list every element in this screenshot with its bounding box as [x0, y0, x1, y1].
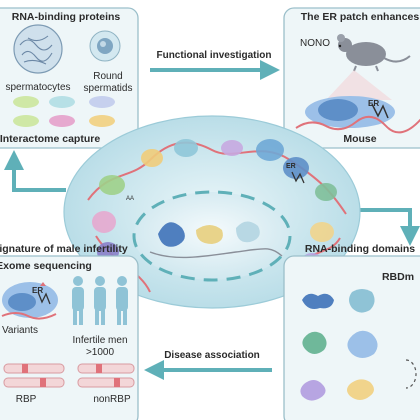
- protein-blobs: [13, 96, 115, 127]
- nuclear-proteins: [149, 221, 283, 259]
- arrow-left-up: [4, 150, 66, 192]
- nono-label: NONO: [300, 38, 330, 49]
- er-protein-illustration: [295, 96, 420, 134]
- er-tag: ER: [368, 99, 379, 108]
- panel-male-infertility: Signature of male infertility Exome sequ…: [0, 243, 139, 420]
- focus-cone: [326, 70, 392, 100]
- functional-investigation-label: Functional investigation: [156, 50, 271, 61]
- panel-caption: Interactome capture: [0, 133, 100, 145]
- domain-shapes: [300, 289, 378, 401]
- mouse-icon: [337, 34, 411, 72]
- domain-loop: [405, 359, 417, 389]
- er-tag: ER: [32, 286, 43, 295]
- chromosome-bars: [3, 363, 135, 388]
- variant-protein-illustration: [1, 282, 58, 320]
- panel-rna-binding-domains: RNA-binding domains RBDm: [283, 243, 420, 420]
- er-zigzag: [291, 171, 305, 184]
- disease-association-label: Disease association: [164, 350, 260, 361]
- panel-title: Signature of male infertility: [0, 243, 128, 255]
- panel-title: The ER patch enhances: [301, 11, 420, 23]
- panel-subtitle: Exome sequencing: [0, 260, 92, 272]
- spermatocytes-label: spermatocytes: [5, 82, 70, 93]
- infertile-men-label: Infertile men: [72, 335, 127, 346]
- spermatocyte-cell-icon: [13, 24, 63, 74]
- panel-title: RNA-binding proteins: [12, 11, 121, 23]
- rna-strand-cytoplasm: [87, 141, 347, 215]
- round-label: Round: [93, 71, 122, 82]
- panel-er-patch: The ER patch enhances NONO ER Mouse: [283, 7, 420, 149]
- panel-rna-binding-proteins: RNA-binding proteins spermatocytes Round…: [0, 7, 139, 149]
- infertile-men-icon: [72, 276, 128, 325]
- round-spermatid-icon: [89, 30, 121, 62]
- spermatids-label: spermatids: [84, 83, 133, 94]
- panel-title: RNA-binding domains: [305, 243, 415, 255]
- rbdm-label: RBDm: [382, 271, 414, 283]
- variants-label: Variants: [2, 325, 38, 336]
- polyA-label: AA: [126, 196, 134, 202]
- nonrbp-label: nonRBP: [93, 394, 131, 405]
- panel-caption: Mouse: [343, 133, 376, 145]
- arrow-right-down: [356, 208, 420, 246]
- infertile-count-label: >1000: [86, 347, 115, 358]
- rbp-label: RBP: [16, 394, 37, 405]
- er-tag-center: ER: [286, 163, 296, 170]
